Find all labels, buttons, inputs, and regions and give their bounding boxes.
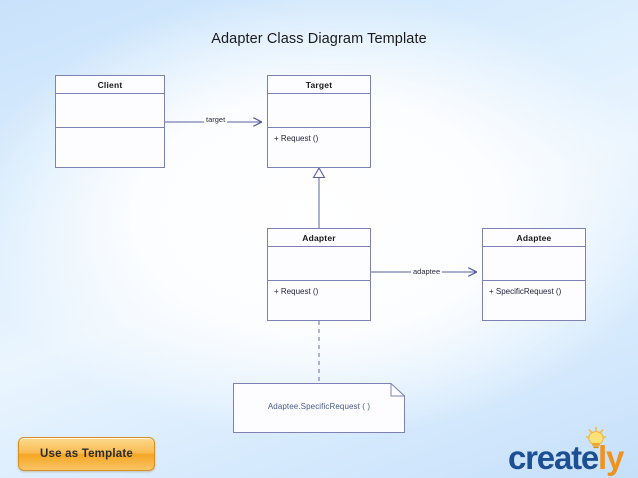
class-name-client: Client <box>56 76 164 94</box>
operation-request: + Request () <box>274 134 319 143</box>
class-name-target: Target <box>268 76 370 94</box>
note-text: Adaptee.SpecificRequest ( ) <box>267 402 371 411</box>
class-name-adaptee: Adaptee <box>483 229 585 247</box>
class-box-adapter[interactable]: Adapter + Request () <box>267 228 371 321</box>
creately-logo: creately <box>508 427 628 475</box>
edge-label-target: target <box>204 115 228 124</box>
class-attributes-adaptee <box>483 247 585 281</box>
lightbulb-icon <box>585 427 607 449</box>
logo-text-primary: create <box>508 439 599 476</box>
class-operations-adapter: + Request () <box>268 281 370 320</box>
class-box-target[interactable]: Target + Request () <box>267 75 371 168</box>
use-as-template-button[interactable]: Use as Template <box>18 437 155 471</box>
class-operations-client <box>56 128 164 167</box>
class-attributes-client <box>56 94 164 128</box>
edge-label-adaptee: adaptee <box>411 267 443 276</box>
class-operations-adaptee: + SpecificRequest () <box>483 281 585 320</box>
class-box-adaptee[interactable]: Adaptee + SpecificRequest () <box>482 228 586 321</box>
class-operations-target: + Request () <box>268 128 370 167</box>
class-attributes-target <box>268 94 370 128</box>
page-title: Adapter Class Diagram Template <box>211 31 427 47</box>
class-attributes-adapter <box>268 247 370 281</box>
logo-wordmark: creately <box>508 441 628 474</box>
note-shape <box>233 383 405 433</box>
logo-text-accent: ly <box>598 439 624 476</box>
class-name-adapter: Adapter <box>268 229 370 247</box>
operation-request: + Request () <box>274 287 319 296</box>
operation-specific-request: + SpecificRequest () <box>489 287 562 296</box>
connector-adapter-to-target <box>312 166 326 228</box>
class-box-client[interactable]: Client <box>55 75 165 168</box>
note-box[interactable]: Adaptee.SpecificRequest ( ) <box>233 383 405 433</box>
